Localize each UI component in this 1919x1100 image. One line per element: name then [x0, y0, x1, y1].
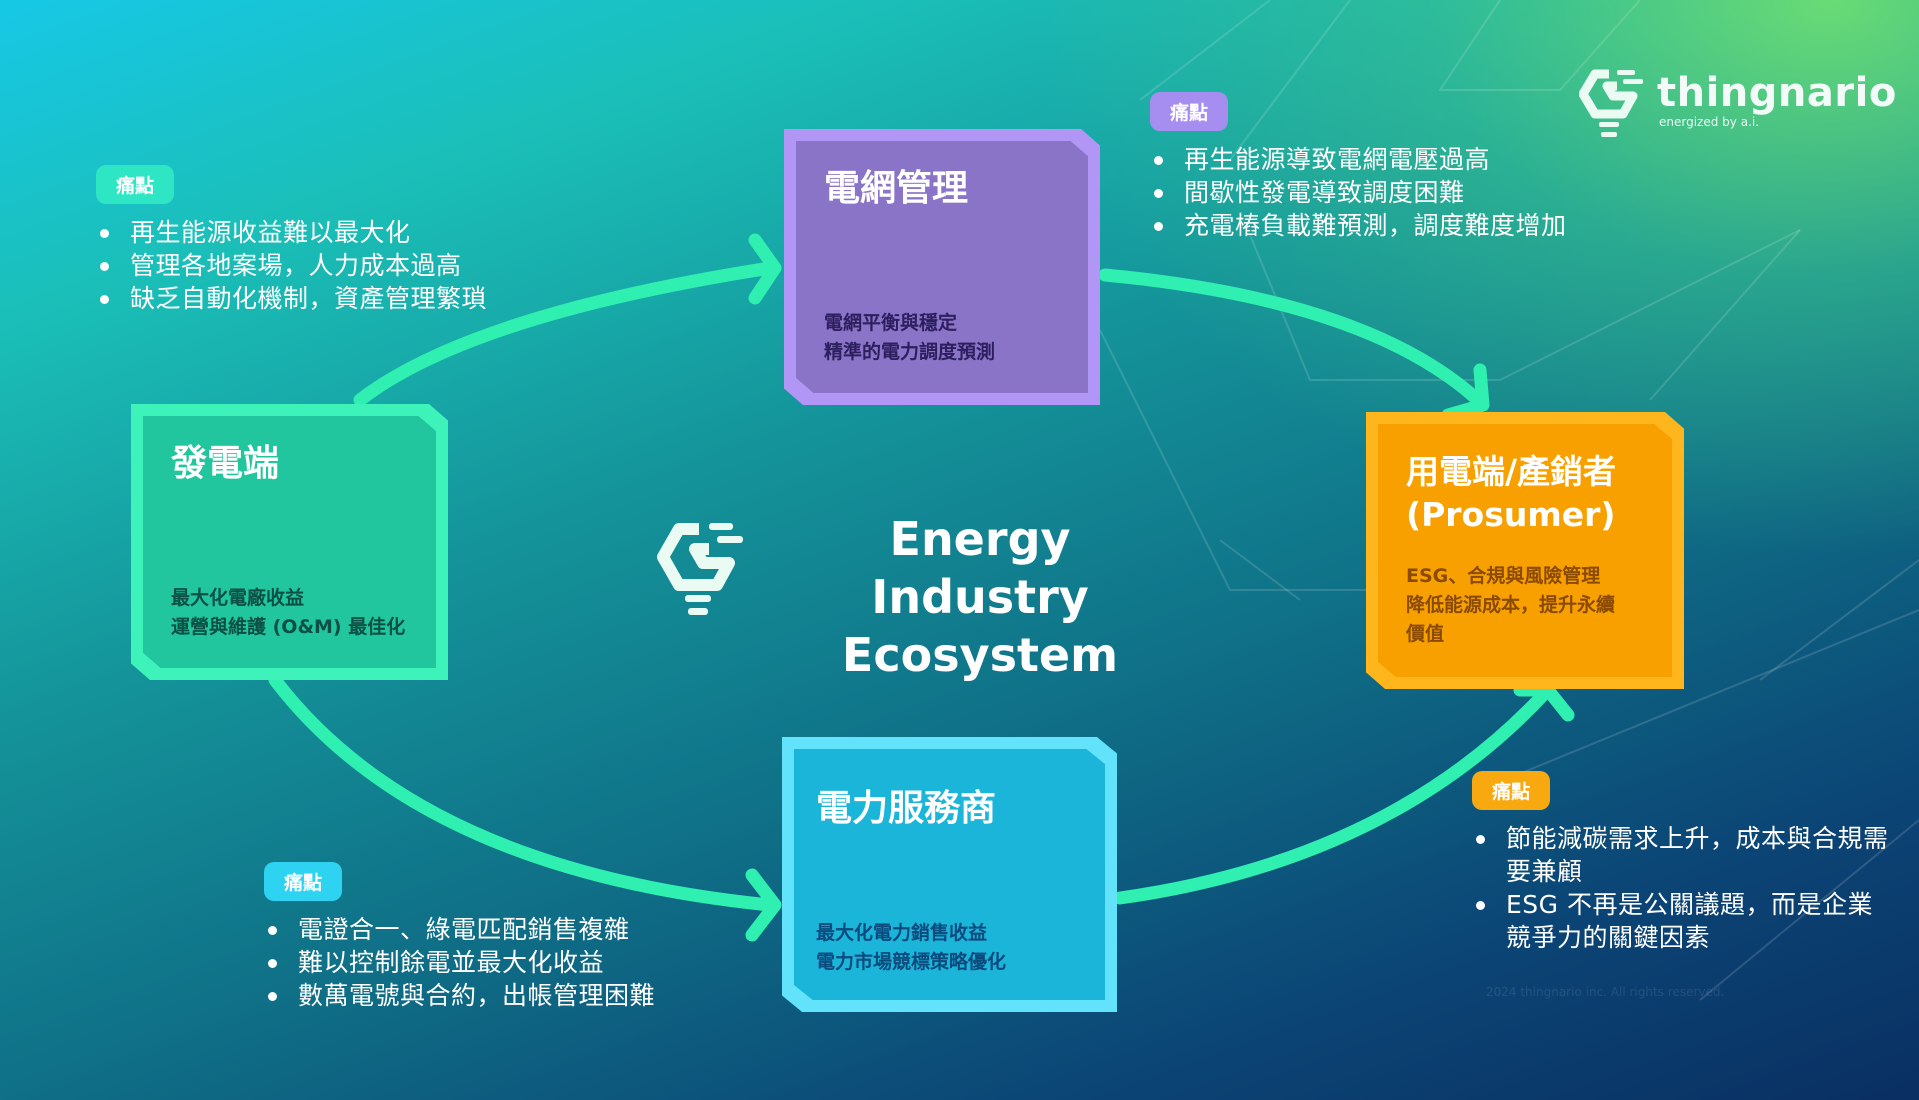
pain-item: 難以控制餘電並最大化收益 — [264, 946, 655, 979]
brand-logo: thingnario energized by a.i. — [1579, 64, 1896, 144]
node-power-service-provider: 電力服務商 最大化電力銷售收益 電力市場競標策略優化 — [782, 737, 1117, 1012]
brand-name: thingnario — [1657, 70, 1897, 116]
node-title: 電網管理 — [824, 168, 969, 209]
brand-tagline: energized by a.i. — [1659, 115, 1760, 129]
arrowhead-service-top — [1513, 683, 1575, 722]
pain-item: 缺乏自動化機制，資產管理繁瑣 — [96, 282, 487, 315]
arrowhead-service — [745, 868, 782, 942]
pain-item: 充電樁負載難預測，調度難度增加 — [1150, 209, 1567, 242]
node-title: 發電端 — [171, 443, 280, 484]
diagram-title: Energy Industry Ecosystem — [841, 512, 1119, 682]
pain-points-grid: 痛點 再生能源導致電網電壓過高 間歇性發電導致調度困難 充電樁負載難預測，調度難… — [1150, 92, 1567, 242]
energy-ecosystem-icon — [657, 523, 743, 615]
node-grid-management: 電網管理 電網平衡與穩定 精準的電力調度預測 — [784, 129, 1100, 405]
thingnario-logo-icon — [1579, 69, 1643, 137]
pain-item: 節能減碳需求上升，成本與合規需要兼顧 — [1472, 822, 1892, 888]
node-title: 電力服務商 — [816, 788, 997, 829]
arrow-grid-to-prosumer — [1098, 268, 1487, 409]
pain-item: 管理各地案場，人力成本過高 — [96, 249, 487, 282]
pain-item: 間歇性發電導致調度困難 — [1150, 176, 1567, 209]
pain-item: 電證合一、綠電匹配銷售複雜 — [264, 913, 655, 946]
node-description: ESG、合規與風險管理 降低能源成本，提升永續 價值 — [1406, 565, 1616, 645]
arrowhead-prosumer — [1441, 363, 1490, 422]
pain-item: 數萬電號與合約，出帳管理困難 — [264, 979, 655, 1012]
arrowhead-grid — [748, 233, 782, 305]
pain-points-generation: 痛點 再生能源收益難以最大化 管理各地案場，人力成本過高 缺乏自動化機制，資產管… — [96, 165, 487, 315]
pain-badge: 痛點 — [1472, 771, 1551, 810]
pain-item: 再生能源收益難以最大化 — [96, 216, 487, 249]
pain-badge: 痛點 — [1150, 92, 1229, 131]
pain-badge: 痛點 — [264, 862, 343, 901]
node-description: 最大化電力銷售收益 電力市場競標策略優化 — [816, 922, 1007, 973]
node-title: 用電端/產銷者 (Prosumer) — [1406, 452, 1617, 534]
pain-points-prosumer: 痛點 節能減碳需求上升，成本與合規需要兼顧 ESG 不再是公關議題，而是企業競爭… — [1472, 771, 1892, 954]
node-prosumer: 用電端/產銷者 (Prosumer) ESG、合規與風險管理 降低能源成本，提升… — [1366, 412, 1684, 689]
node-description: 電網平衡與穩定 精準的電力調度預測 — [824, 312, 996, 363]
pain-item: 再生能源導致電網電壓過高 — [1150, 143, 1567, 176]
copyright-text: 2024 thingnario inc. All rights reserved… — [1486, 985, 1725, 999]
node-description: 最大化電廠收益 運營與維護 (O&M) 最佳化 — [171, 587, 406, 638]
node-generation: 發電端 最大化電廠收益 運營與維護 (O&M) 最佳化 — [131, 404, 448, 680]
pain-item: ESG 不再是公關議題，而是企業競爭力的關鍵因素 — [1472, 888, 1892, 954]
pain-points-service: 痛點 電證合一、綠電匹配銷售複雜 難以控制餘電並最大化收益 數萬電號與合約，出帳… — [264, 862, 655, 1012]
pain-badge: 痛點 — [96, 165, 175, 204]
